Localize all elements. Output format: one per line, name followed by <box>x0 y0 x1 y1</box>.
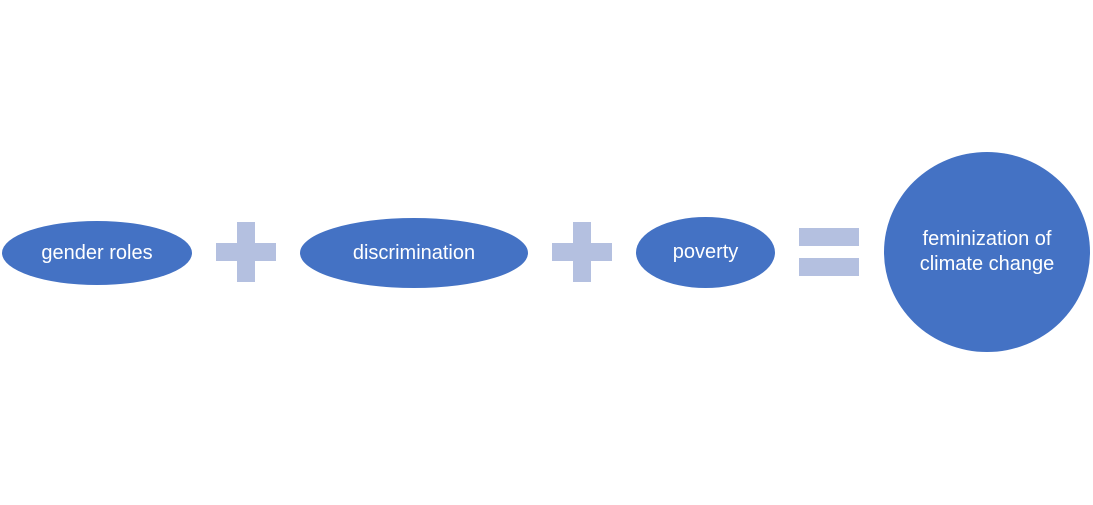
term-discrimination: discrimination <box>300 218 528 288</box>
plus-operator-1 <box>216 222 276 282</box>
term-label: poverty <box>672 241 739 263</box>
term-label: discrimination <box>352 241 476 264</box>
term-gender-roles: gender roles <box>2 221 192 285</box>
term-poverty: poverty <box>636 217 775 288</box>
result-feminization-of-climate-change: feminization of climate change <box>884 152 1090 352</box>
equals-operator <box>799 228 859 276</box>
result-label: feminization of climate change <box>919 228 1055 275</box>
plus-operator-2 <box>552 222 612 282</box>
term-label: gender roles <box>41 241 153 264</box>
